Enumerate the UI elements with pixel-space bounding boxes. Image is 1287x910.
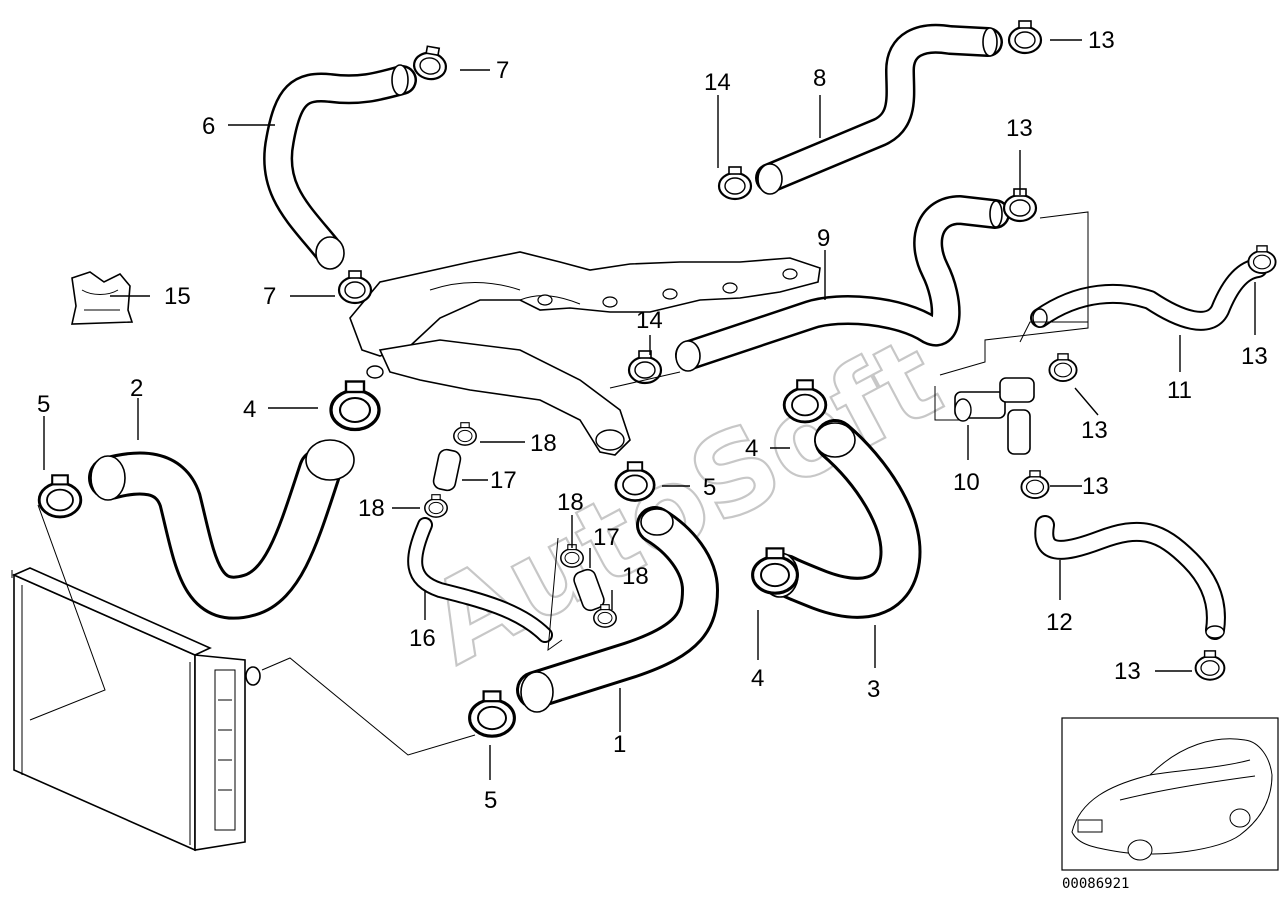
- callout-4a: 4: [243, 396, 256, 423]
- callout-4c: 4: [751, 665, 764, 692]
- clamp-5-left: [37, 473, 83, 519]
- bracket-15: [70, 271, 134, 325]
- clamp-18-a: [453, 421, 477, 446]
- callout-5a: 5: [37, 391, 50, 418]
- callout-7b: 7: [263, 283, 276, 310]
- callout-1: 1: [613, 731, 626, 758]
- callout-3: 3: [867, 676, 880, 703]
- callout-13f: 13: [1114, 658, 1141, 685]
- hose-8: [755, 23, 1003, 195]
- clamp-4-left: [329, 379, 381, 432]
- callout-13b: 13: [1006, 115, 1033, 142]
- callout-6: 6: [202, 113, 215, 140]
- hose-6: [263, 64, 417, 270]
- callout-17a: 17: [490, 467, 517, 494]
- callout-5b: 5: [703, 474, 716, 501]
- callout-16: 16: [409, 625, 436, 652]
- callout-18d: 18: [622, 563, 649, 590]
- hose-2: [88, 439, 355, 620]
- callout-13c: 13: [1241, 343, 1268, 370]
- clamp-7-mid: [337, 269, 373, 305]
- doc-number: 00086921: [1062, 876, 1129, 892]
- callout-13e: 13: [1082, 473, 1109, 500]
- hose-16: [407, 517, 553, 643]
- clamp-13-right: [1247, 244, 1277, 274]
- hose-12: [1034, 515, 1226, 640]
- callout-8: 8: [813, 65, 826, 92]
- clamp-14-top: [717, 165, 753, 201]
- hose-9: [675, 195, 1010, 372]
- radiator: [11, 567, 261, 852]
- callout-7a: 7: [496, 57, 509, 84]
- clamp-7-top: [410, 43, 451, 83]
- callout-17b: 17: [593, 524, 620, 551]
- tube-17a: [432, 448, 462, 492]
- thermostat-housing: [349, 251, 821, 456]
- callout-10: 10: [953, 469, 980, 496]
- clamp-13-top: [1007, 19, 1043, 55]
- callout-18c: 18: [557, 489, 584, 516]
- callout-13a: 13: [1088, 27, 1115, 54]
- callout-14b: 14: [636, 307, 663, 334]
- tube-17b: [573, 568, 605, 612]
- callout-4b: 4: [745, 435, 758, 462]
- callout-18b: 18: [358, 495, 385, 522]
- callout-2: 2: [130, 375, 143, 402]
- leader-lines: [29, 39, 1256, 780]
- callout-5c: 5: [484, 787, 497, 814]
- callout-9: 9: [817, 225, 830, 252]
- hose-11: [1030, 258, 1268, 331]
- callout-12: 12: [1046, 609, 1073, 636]
- callout-13d: 13: [1081, 417, 1108, 444]
- hose-3: [761, 419, 922, 619]
- callout-15: 15: [164, 283, 191, 310]
- callouts: 1 2 3 4 4 4 5 5 5 6 7 7 8 9 10 11 12 13 …: [37, 27, 1268, 814]
- callout-14a: 14: [704, 69, 731, 96]
- clamp-13-lower: [1020, 469, 1050, 499]
- clamp-5-bottom: [468, 689, 516, 738]
- car-thumbnail: 00086921: [1061, 717, 1279, 892]
- clamp-18-b: [424, 493, 448, 518]
- valve-10: [954, 377, 1035, 455]
- callout-18a: 18: [530, 430, 557, 457]
- clamp-14-mid: [627, 349, 663, 385]
- clamp-13-bottom: [1194, 649, 1226, 681]
- clamp-13-mid: [1048, 352, 1078, 382]
- hose-1: [516, 506, 719, 713]
- callout-11: 11: [1167, 377, 1192, 404]
